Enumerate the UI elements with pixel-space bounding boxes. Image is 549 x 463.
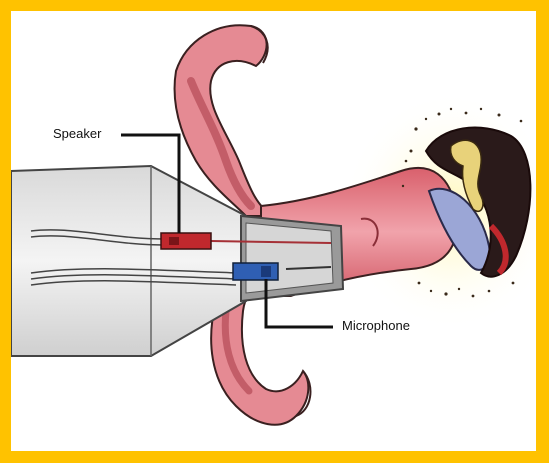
ear-probe-diagram <box>11 11 536 451</box>
probe-tip-inner <box>246 223 333 293</box>
microphone-label: Microphone <box>342 318 410 333</box>
speaker-label: Speaker <box>53 126 101 141</box>
microphone-cap <box>261 266 271 277</box>
speaker-cap <box>169 237 179 245</box>
microphone-component <box>233 263 278 280</box>
speaker-component <box>161 233 211 249</box>
diagram-panel: Speaker Microphone <box>11 11 536 451</box>
